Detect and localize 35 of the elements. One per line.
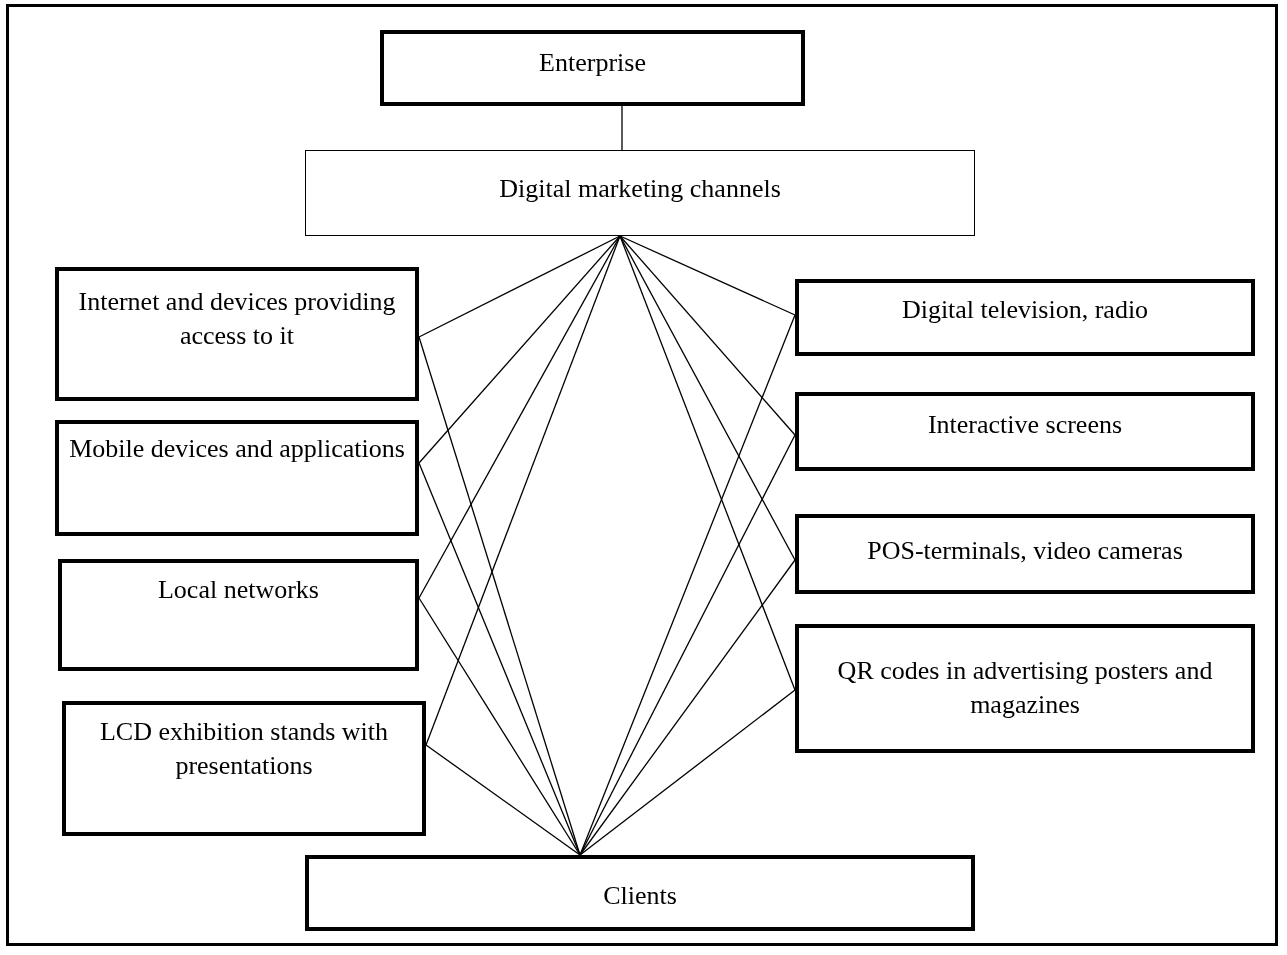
connector-line bbox=[418, 597, 581, 856]
box-label: Clients bbox=[602, 880, 678, 912]
box-label: Digital marketing channels bbox=[498, 173, 782, 205]
box-label: Digital television, radio bbox=[900, 294, 1150, 326]
box-label: Enterprise bbox=[538, 47, 647, 79]
process-box bbox=[55, 420, 419, 536]
box-label: Internet and devices providing access to it bbox=[77, 286, 397, 352]
connector-line bbox=[418, 235, 621, 599]
process-box bbox=[55, 267, 419, 401]
box-label: Mobile devices and applications bbox=[68, 433, 406, 465]
process-box bbox=[305, 150, 975, 236]
connector-line bbox=[619, 235, 796, 691]
connector-line bbox=[619, 235, 796, 316]
process-box bbox=[795, 514, 1255, 594]
box-label: QR codes in advertising posters and magazines bbox=[836, 655, 1214, 721]
process-box bbox=[795, 624, 1255, 753]
connector-line bbox=[621, 105, 623, 151]
box-label: Local networks bbox=[157, 574, 320, 606]
connector-line bbox=[579, 314, 796, 856]
process-box bbox=[795, 392, 1255, 471]
box-label: LCD exhibition stands with presentations bbox=[98, 716, 390, 782]
box-label: POS-terminals, video cameras bbox=[866, 535, 1184, 567]
process-box bbox=[62, 701, 426, 836]
connector-line bbox=[418, 235, 621, 338]
connector-line bbox=[418, 235, 621, 464]
box-label: Interactive screens bbox=[926, 409, 1124, 441]
connector-line bbox=[619, 235, 796, 561]
process-box bbox=[58, 559, 419, 671]
process-box bbox=[380, 30, 805, 106]
connector-line bbox=[425, 744, 581, 856]
connector-line bbox=[619, 235, 796, 436]
connector-line bbox=[579, 689, 796, 856]
process-box bbox=[305, 855, 975, 931]
connector-line bbox=[579, 559, 796, 856]
process-box bbox=[795, 279, 1255, 356]
